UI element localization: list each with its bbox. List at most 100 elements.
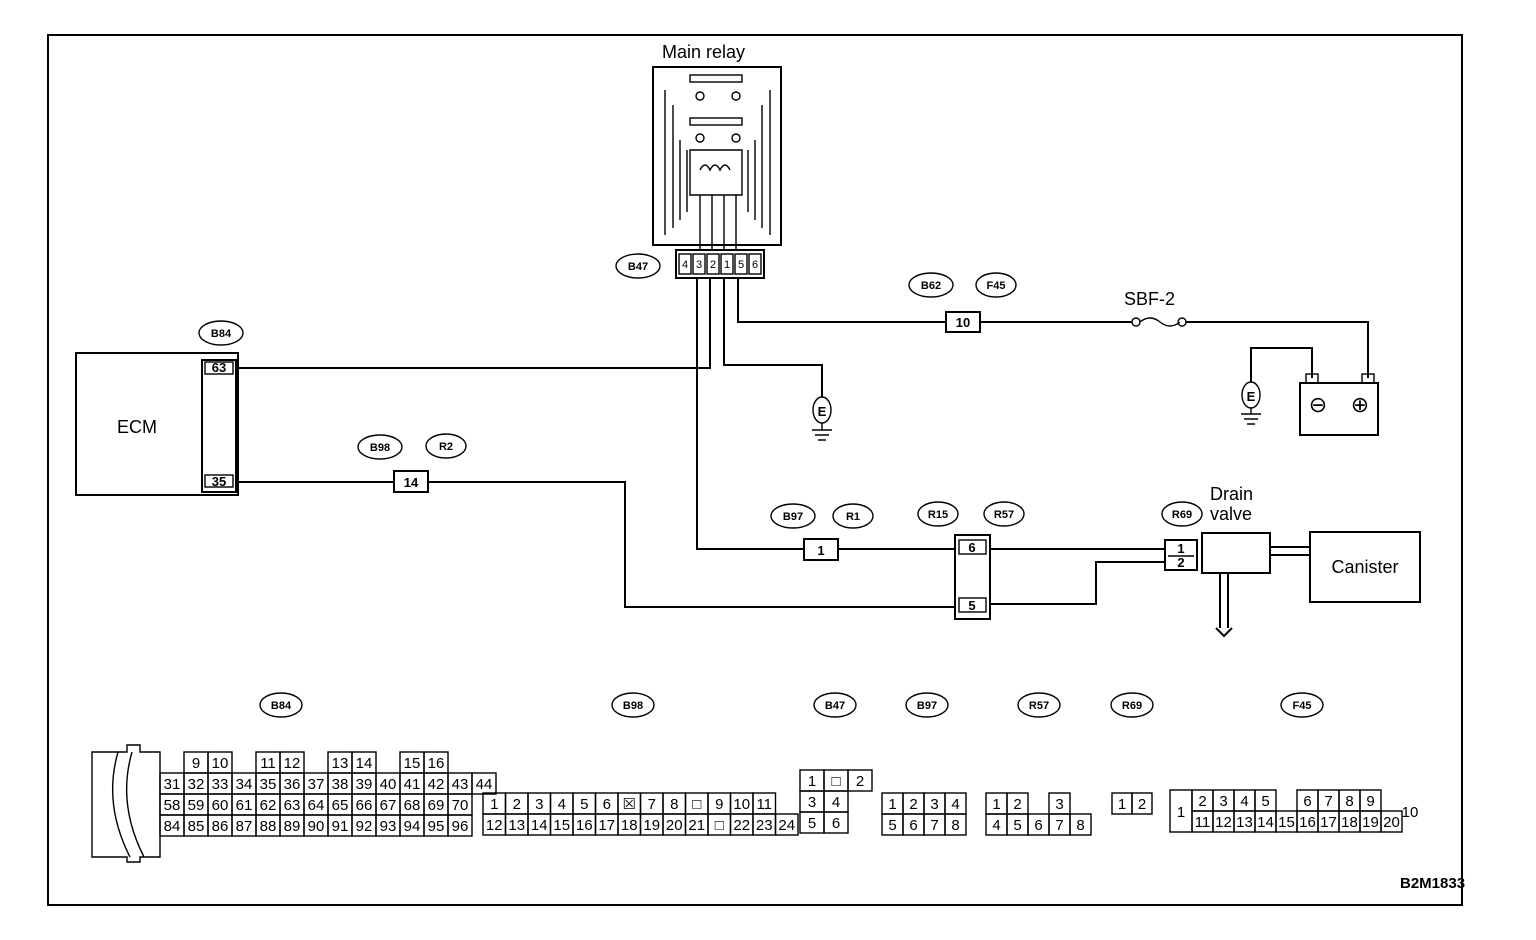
pin-label: 33 (212, 776, 229, 793)
pin-label: 44 (476, 776, 493, 793)
pin-label: 9 (192, 755, 200, 772)
svg-text:E: E (1247, 389, 1256, 404)
svg-text:Drain: Drain (1210, 484, 1253, 504)
connector-tag-b62: B62 (908, 272, 954, 298)
pin-label: 22 (733, 817, 750, 834)
svg-text:B62: B62 (921, 280, 941, 292)
b47-pin-label: 6 (752, 259, 758, 271)
pin-label: 21 (688, 817, 705, 834)
pin-label: 3 (930, 796, 938, 813)
pin-label: 88 (260, 818, 277, 835)
pin-label: 60 (212, 797, 229, 814)
pin-label: 61 (236, 797, 253, 814)
pin-label: □ (831, 773, 840, 790)
pin-label: 84 (164, 818, 181, 835)
svg-text:1: 1 (1177, 541, 1184, 556)
pin-label: 1 (1177, 804, 1185, 821)
connector-tag-r1: R1 (832, 503, 874, 529)
pin-label: 7 (930, 817, 938, 834)
pin-label: 11 (1195, 814, 1211, 831)
pin-label: 7 (648, 796, 656, 813)
ground-relay: E (812, 396, 832, 441)
svg-text:R1: R1 (846, 511, 860, 523)
connector-tag-b98: B98 (357, 434, 403, 460)
pin-label: 7 (1324, 793, 1332, 810)
pin-label: 16 (428, 755, 445, 772)
pin-label: 18 (621, 817, 638, 834)
pin-label: 13 (508, 817, 525, 834)
pin-label: 15 (553, 817, 570, 834)
connector-tag-f45: F45 (975, 272, 1017, 298)
drain-valve: Drain valve 1 2 (1164, 484, 1271, 574)
pin-label: 35 (260, 776, 277, 793)
main-relay-label: Main relay (662, 42, 745, 62)
pin-label: 5 (580, 796, 588, 813)
pin-label: 18 (1341, 814, 1358, 831)
pin-label: 5 (808, 815, 816, 832)
pin-label: 92 (356, 818, 373, 835)
b47-pin (692, 253, 706, 275)
pin-label: 11 (260, 755, 276, 772)
wiring (236, 278, 1369, 638)
pin-label: 43 (452, 776, 469, 793)
pin-label: 36 (284, 776, 301, 793)
b47-pin (720, 253, 734, 275)
pin-label: 95 (428, 818, 445, 835)
pin-label: 12 (284, 755, 301, 772)
pin-label: 7 (1055, 817, 1063, 834)
pin-label: 32 (188, 776, 205, 793)
svg-text:R15: R15 (928, 509, 948, 521)
pin-label: 90 (308, 818, 325, 835)
pin-label: 6 (1034, 817, 1042, 834)
pin-label: 3 (535, 796, 543, 813)
pin-label: 6 (909, 817, 917, 834)
pin-label: 34 (236, 776, 253, 793)
pin-label: 39 (356, 776, 373, 793)
svg-text:5: 5 (968, 598, 975, 613)
connector-tag-r57: R57 (983, 501, 1025, 527)
pin-label: 67 (380, 797, 397, 814)
svg-text:R2: R2 (439, 441, 453, 453)
pin-label: 96 (452, 818, 469, 835)
pin-label: 42 (428, 776, 445, 793)
pin-label: 24 (778, 817, 795, 834)
pin-label: 20 (1383, 814, 1400, 831)
ground-battery: E (1241, 381, 1261, 425)
pin-label: 23 (756, 817, 773, 834)
pin-label: 64 (308, 797, 325, 814)
pin-label: 3 (1055, 796, 1063, 813)
pin-label: 4 (832, 794, 840, 811)
pin-label: 62 (260, 797, 277, 814)
pin-label: 12 (1215, 814, 1232, 831)
svg-text:⊖: ⊖ (1309, 392, 1327, 417)
pin-label: 1 (1118, 796, 1126, 813)
pin-label: 41 (404, 776, 421, 793)
svg-text:6: 6 (968, 540, 975, 555)
pin-label: 9 (715, 796, 723, 813)
pin-label: 13 (1236, 814, 1253, 831)
svg-text:B97: B97 (783, 511, 803, 523)
pin-label: 2 (1138, 796, 1146, 813)
svg-text:⊕: ⊕ (1351, 392, 1369, 417)
b47-pin (706, 253, 720, 275)
connector-tag-r69: R69 (1161, 501, 1203, 527)
ecm: ECM 63 35 (75, 352, 239, 496)
b47-pin (748, 253, 762, 275)
pin-label: 4 (1240, 793, 1248, 810)
pin-label: 14 (356, 755, 373, 772)
pin-label: 87 (236, 818, 253, 835)
b47-pin (678, 253, 692, 275)
pin-label: 13 (332, 755, 349, 772)
pin-label: 17 (1320, 814, 1337, 831)
pin-label: 5 (1013, 817, 1021, 834)
pin-label: 3 (1219, 793, 1227, 810)
pin-label: 4 (951, 796, 959, 813)
pin-label: 2 (909, 796, 917, 813)
pin-label: 68 (404, 797, 421, 814)
pin-label: 3 (808, 794, 816, 811)
